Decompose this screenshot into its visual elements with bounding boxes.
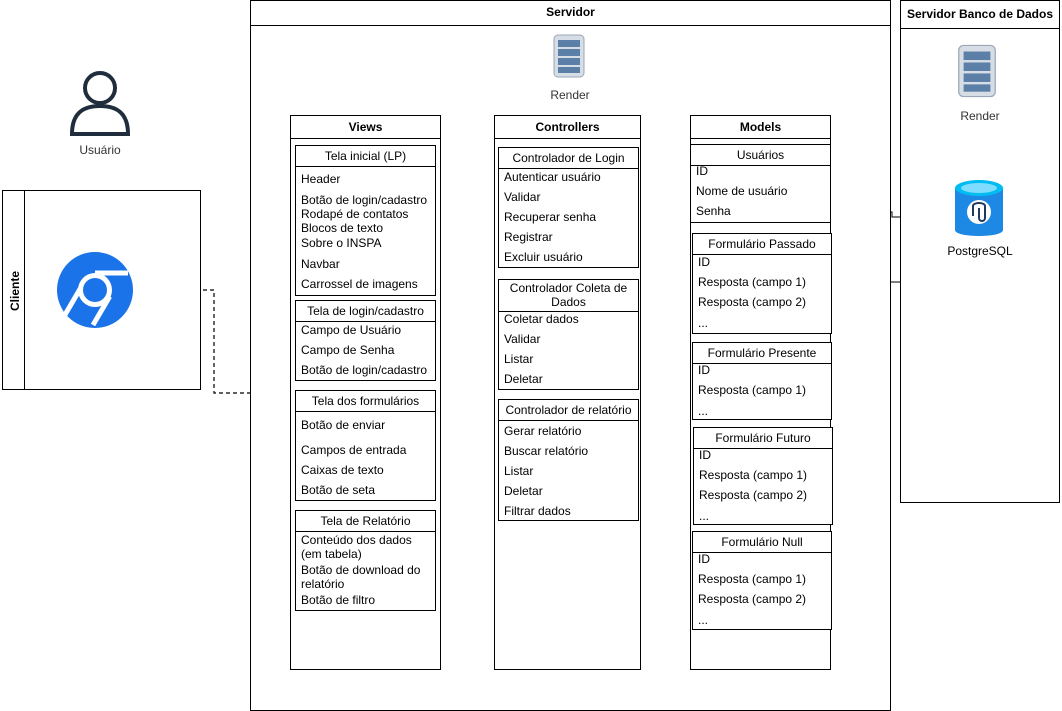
controllers-title: Controllers (495, 116, 640, 139)
view-item: relatório (301, 577, 345, 591)
controller-item: Deletar (504, 484, 543, 498)
controller-item: Coletar dados (504, 312, 579, 326)
controller-item: Buscar relatório (504, 444, 589, 458)
view-box-title: Tela dos formulários (296, 391, 435, 412)
user-icon (69, 71, 131, 136)
server-icon (553, 34, 585, 78)
model-box-form-null: Formulário Null ID Resposta (campo 1) Re… (692, 531, 832, 630)
postgresql-label: PostgreSQL (947, 244, 1013, 258)
user-label: Usuário (79, 143, 121, 157)
model-item: ... (699, 509, 710, 523)
model-item: Resposta (campo 1) (698, 572, 807, 586)
postgresql-icon (955, 180, 1003, 236)
model-item: Senha (696, 204, 731, 218)
view-box-forms: Tela dos formulários Botão de enviar Cam… (295, 390, 436, 501)
view-item: Botão de enviar (301, 418, 386, 432)
controller-item: Autenticar usuário (504, 170, 601, 184)
view-item: Caixas de texto (301, 463, 384, 477)
model-item: Resposta (campo 2) (698, 295, 807, 309)
view-item: (em tabela) (301, 547, 362, 561)
view-box-title: Tela de Relatório (296, 511, 435, 532)
model-box-title: Formulário Null (693, 532, 831, 553)
model-item: Nome de usuário (696, 184, 788, 198)
model-item: Resposta (campo 1) (699, 468, 808, 482)
controller-item: Recuperar senha (504, 210, 597, 224)
view-item: Conteúdo dos dados (301, 533, 412, 547)
model-item: ... (698, 316, 709, 330)
chrome-icon (57, 252, 133, 328)
view-box-title: Tela inicial (LP) (296, 146, 435, 167)
client-label: Cliente (8, 271, 22, 312)
model-item: ID (696, 164, 708, 178)
controller-box-title: Controlador de relatório (499, 400, 638, 421)
model-item: ... (698, 613, 709, 627)
controller-item: Deletar (504, 372, 543, 386)
model-box-title: Formulário Futuro (694, 428, 832, 449)
controller-box-report: Controlador de relatório Gerar relatório… (498, 399, 639, 521)
model-item: Resposta (campo 1) (698, 383, 807, 397)
controller-item: Filtrar dados (504, 504, 571, 518)
controller-item: Listar (504, 352, 534, 366)
models-title: Models (691, 116, 830, 139)
view-item: Botão de seta (301, 483, 376, 497)
model-item: ID (698, 255, 710, 269)
model-item: ID (698, 552, 710, 566)
view-item: Navbar (301, 257, 340, 271)
model-item: Resposta (campo 2) (698, 592, 807, 606)
view-item: Rodapé de contatos (301, 207, 409, 221)
model-box-title: Usuários (691, 145, 830, 166)
view-box-login: Tela de login/cadastro Campo de Usuário … (295, 300, 436, 381)
view-item: Botão de download do (301, 563, 421, 577)
model-item: Resposta (campo 1) (698, 275, 807, 289)
model-item: Resposta (campo 2) (699, 488, 808, 502)
controller-item: Excluir usuário (504, 250, 583, 264)
view-item: Campo de Usuário (301, 323, 402, 337)
model-box-form-present: Formulário Presente ID Resposta (campo 1… (692, 342, 832, 420)
controller-box-title: Controlador de Login (499, 148, 638, 169)
view-box-landing: Tela inicial (LP) Header Botão de login/… (295, 145, 436, 296)
view-item: Sobre o INSPA (301, 236, 382, 250)
view-item: Botão de filtro (301, 593, 376, 607)
model-item: ID (699, 448, 711, 462)
db-server-title: Servidor Banco de Dados (901, 1, 1059, 29)
db-server-icon (958, 44, 996, 98)
model-item: ID (698, 363, 710, 377)
db-render-label: Render (960, 109, 1000, 123)
controller-box-coleta: Controlador Coleta de Dados Coletar dado… (498, 279, 639, 390)
server-title: Servidor (251, 1, 890, 26)
view-item: Campo de Senha (301, 343, 395, 357)
view-item: Botão de login/cadastro (301, 363, 428, 377)
controller-box-title: Controlador Coleta de Dados (499, 280, 638, 312)
model-box-form-past: Formulário Passado ID Resposta (campo 1)… (692, 233, 832, 334)
view-box-title: Tela de login/cadastro (296, 301, 435, 322)
model-box-form-future: Formulário Futuro ID Resposta (campo 1) … (693, 427, 833, 525)
view-item: Blocos de texto (301, 221, 384, 235)
controller-item: Validar (504, 190, 541, 204)
view-item: Botão de login/cadastro (301, 193, 428, 207)
view-item: Carrossel de imagens (301, 277, 418, 291)
model-box-users: Usuários ID Nome de usuário Senha (690, 144, 831, 223)
view-box-report: Tela de Relatório Conteúdo dos dados (em… (295, 510, 436, 611)
controller-item: Gerar relatório (504, 424, 582, 438)
view-item: Header (301, 172, 341, 186)
controller-item: Registrar (504, 230, 553, 244)
model-item: ... (698, 404, 709, 418)
controller-box-login: Controlador de Login Autenticar usuário … (498, 147, 639, 268)
view-item: Campos de entrada (301, 443, 407, 457)
client-frame: Cliente (2, 190, 201, 390)
controller-item: Validar (504, 332, 541, 346)
model-box-title: Formulário Passado (693, 234, 831, 255)
views-title: Views (291, 116, 440, 139)
model-box-title: Formulário Presente (693, 343, 831, 364)
server-render-label: Render (550, 88, 590, 102)
controller-item: Listar (504, 464, 534, 478)
